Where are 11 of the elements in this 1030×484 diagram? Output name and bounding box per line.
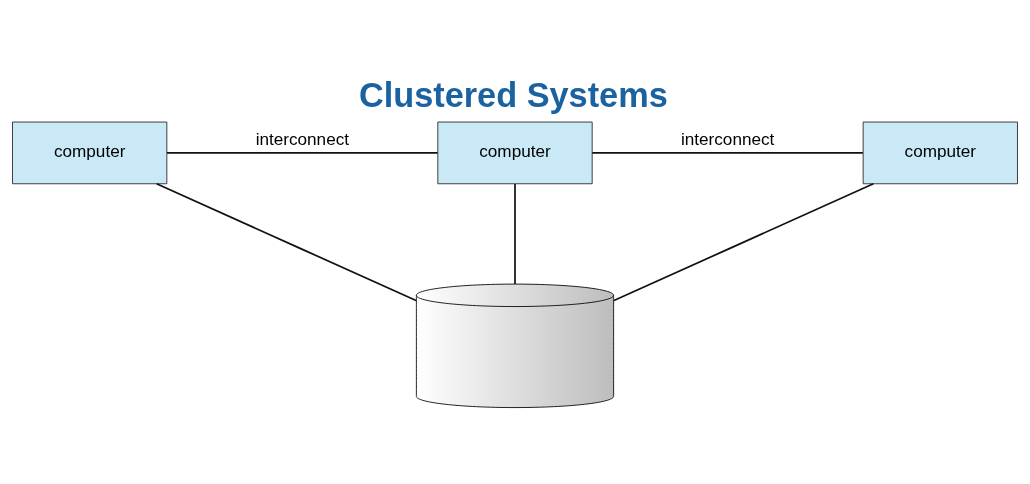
connector [591, 151, 864, 154]
connector [613, 182, 875, 301]
connector [514, 182, 516, 285]
diagram-title: Clustered Systems [358, 75, 668, 114]
edge-label: interconnect [680, 128, 775, 149]
node-box: computer [12, 121, 168, 184]
edge-label: interconnect [255, 128, 350, 149]
node-box: computer [437, 121, 593, 184]
node-box: computer [862, 121, 1018, 184]
connector [155, 182, 417, 301]
connector [166, 151, 439, 154]
